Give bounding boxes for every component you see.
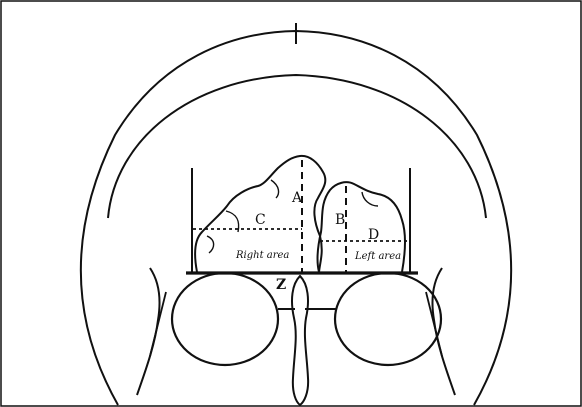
label-c: C bbox=[255, 212, 266, 228]
label-b: B bbox=[335, 212, 345, 228]
label-a: A bbox=[291, 190, 303, 206]
label-left-area: Left area bbox=[354, 251, 401, 262]
label-d: D bbox=[368, 227, 379, 243]
label-z: Z bbox=[276, 277, 286, 293]
label-right-area: Right area bbox=[235, 250, 289, 261]
